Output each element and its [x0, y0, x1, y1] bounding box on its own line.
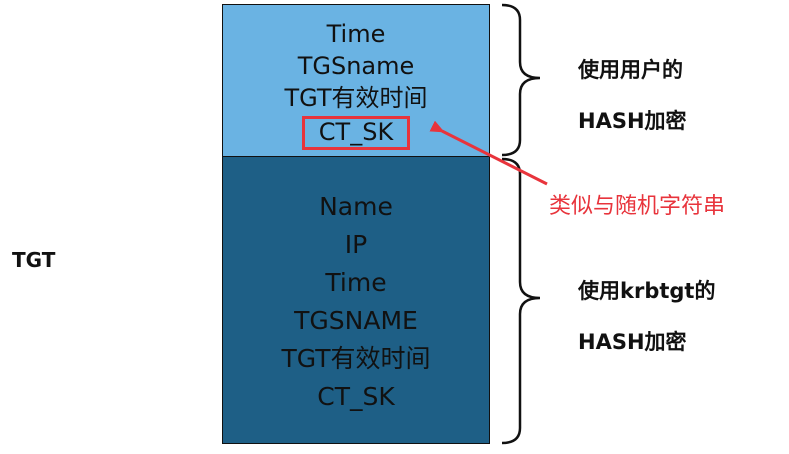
tgt-label: TGT — [12, 248, 56, 272]
field-time: Time — [325, 268, 387, 297]
bottom-note-line1: 使用krbtgt的 — [578, 279, 716, 303]
krbtgt-hash-encrypted-block: Name IP Time TGSNAME TGT有效时间 CT_SK — [222, 156, 490, 444]
ct-sk-highlight-box: CT_SK — [301, 116, 411, 150]
field-tgsname: TGSname — [297, 52, 415, 80]
field-tgt-validity: TGT有效时间 — [284, 84, 428, 112]
top-note-line1: 使用用户的 — [578, 58, 683, 82]
user-hash-encrypted-block: Time TGSname TGT有效时间 CT_SK — [222, 4, 490, 158]
field-ct-sk-row: CT_SK — [223, 114, 489, 150]
field-ct-sk: CT_SK — [317, 382, 395, 411]
top-note-line2: HASH加密 — [578, 109, 687, 133]
field-ip: IP — [344, 230, 368, 259]
field-ct-sk: CT_SK — [318, 118, 394, 146]
random-string-callout: 类似与随机字符串 — [549, 194, 726, 219]
bottom-brace — [501, 157, 541, 445]
field-tgt-validity: TGT有效时间 — [281, 344, 431, 373]
top-brace — [501, 3, 541, 157]
bottom-note-line2: HASH加密 — [578, 330, 687, 354]
field-tgsname: TGSNAME — [294, 306, 418, 335]
field-time: Time — [326, 20, 386, 48]
field-name: Name — [319, 192, 393, 221]
